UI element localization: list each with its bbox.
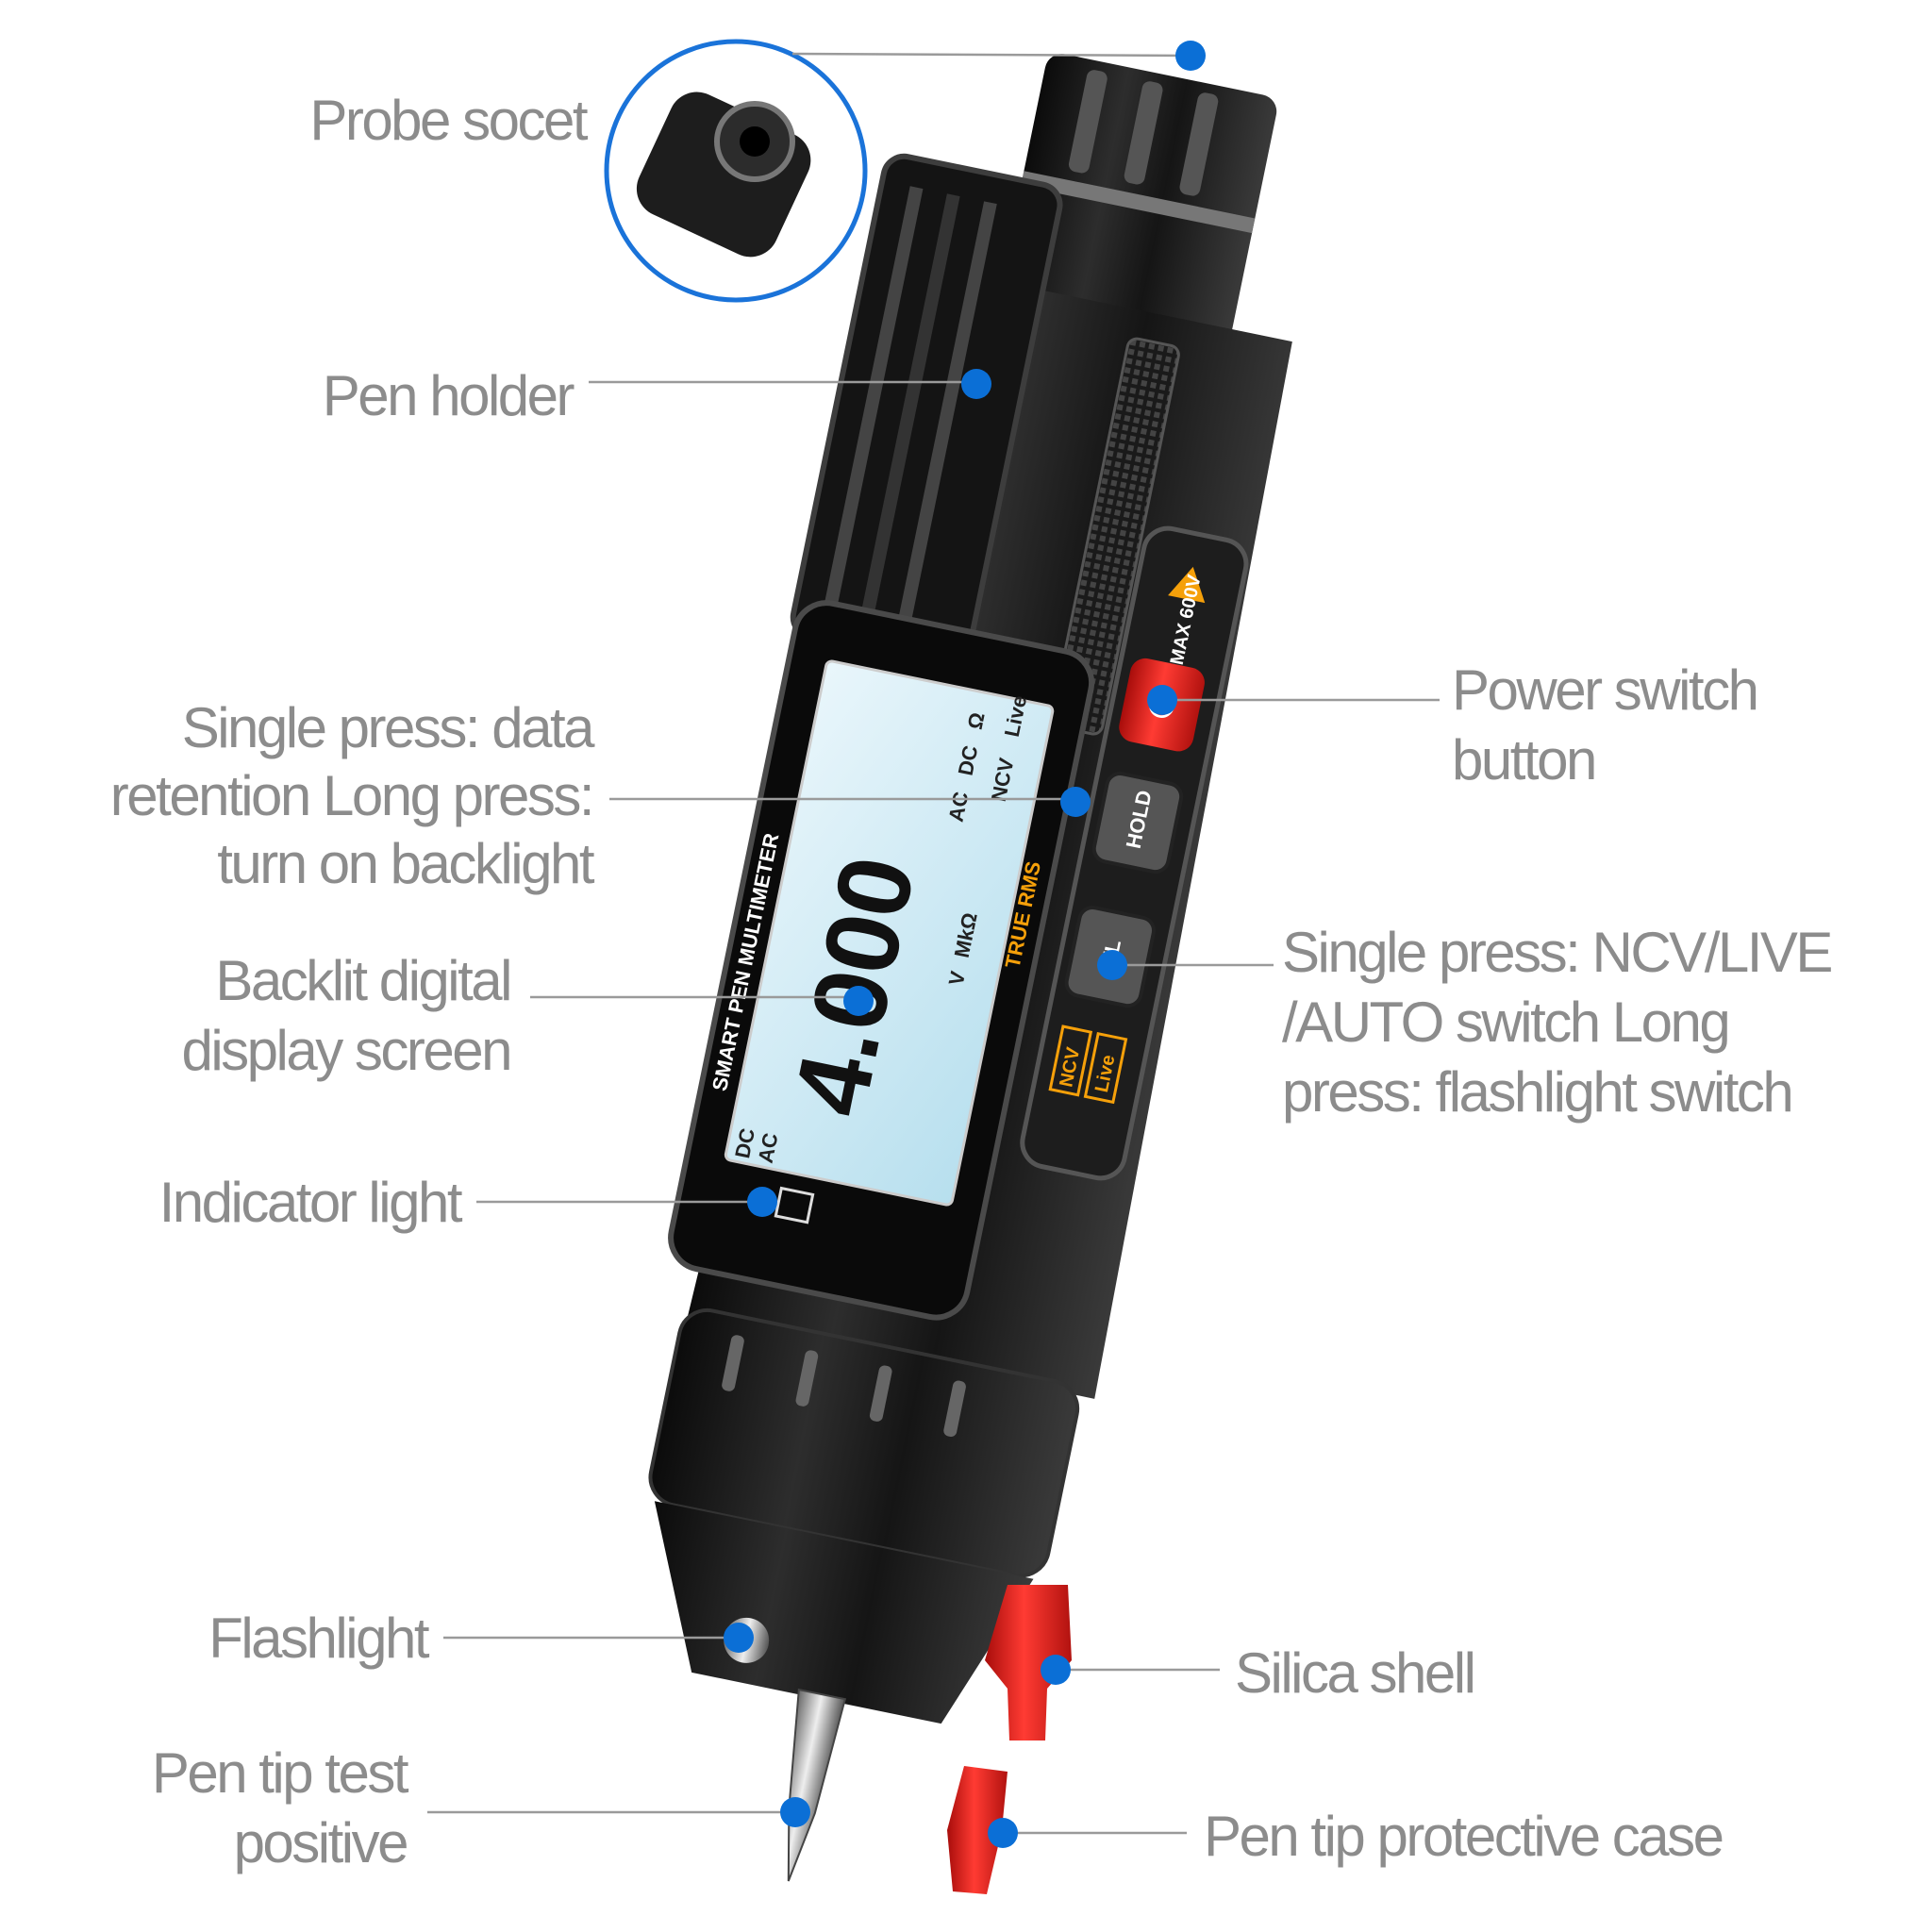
label-pen-tip-line2: positive [234, 1811, 408, 1874]
label-silica-shell: Silica shell [1235, 1641, 1474, 1705]
label-display-line2: display screen [181, 1019, 510, 1082]
pen-tip-protective-case [947, 1766, 1008, 1894]
label-probe-socket: Probe socet [309, 89, 589, 152]
label-mode-line1: Single press: NCV/LIVE [1282, 921, 1831, 984]
probe-tip [787, 1688, 847, 1882]
warning-icon [1168, 566, 1206, 604]
indicator-light [774, 1186, 815, 1224]
lcd-unit-v: V [944, 969, 971, 988]
nose-cone [654, 1501, 1034, 1724]
label-pen-tip-line1: Pen tip test [152, 1741, 409, 1805]
label-pen-holder: Pen holder [323, 364, 575, 427]
label-hold-line1: Single press: data [182, 696, 595, 759]
label-mode-line3: press: flashlight switch [1282, 1060, 1791, 1124]
label-mode-line2: /AUTO switch Long [1282, 991, 1728, 1054]
label-display-line1: Backlit digital [215, 949, 510, 1012]
hold-button[interactable] [1091, 771, 1184, 874]
label-hold-line3: turn on backlight [217, 832, 595, 895]
lcd-display: SMART PEN MULTIMETER 4.000 TRUE RMS AC D… [668, 600, 1095, 1321]
lcd-mode-icons: AC DC NCV Live Ω V MkΩ DC AC [730, 693, 1031, 1165]
lcd-icon-ohm: Ω [963, 710, 990, 731]
silica-shell [985, 1585, 1072, 1740]
probe-socket [1000, 54, 1277, 345]
pen-multimeter: MAX 600V ⏻ HOLD N/L NCV Live SMART PEN M… [648, 54, 1292, 1882]
label-tip-case: Pen tip protective case [1204, 1805, 1723, 1868]
label-indicator: Indicator light [159, 1171, 463, 1234]
probe-socket-inset [604, 39, 868, 303]
label-flashlight: Flashlight [208, 1607, 430, 1670]
label-hold-line2: retention Long press: [110, 764, 592, 827]
pen-holder-clip [790, 153, 1063, 669]
callout-leaders [427, 41, 1440, 1848]
label-power-line2: button [1452, 728, 1595, 791]
label-power-line1: Power switch [1452, 658, 1757, 722]
